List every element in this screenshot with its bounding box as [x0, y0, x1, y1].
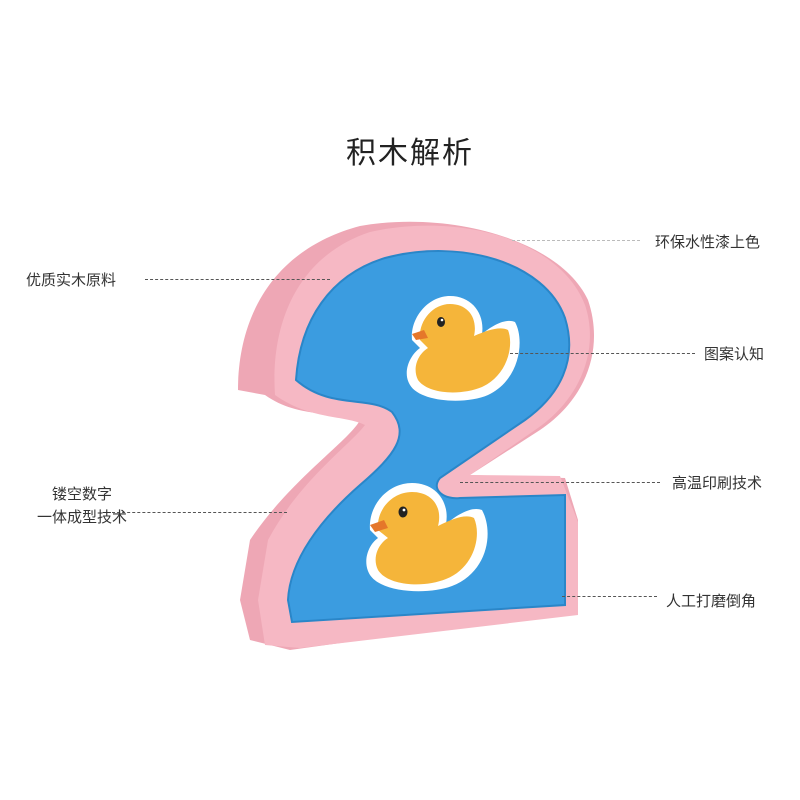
label-hollow-line1: 镂空数字: [52, 485, 113, 503]
label-paint: 环保水性漆上色: [655, 233, 761, 251]
leader-wood: [145, 279, 330, 280]
label-printing: 高温印刷技术: [672, 474, 763, 492]
duck-lower-icon: [366, 483, 488, 592]
leader-hollow: [112, 512, 287, 513]
label-polish: 人工打磨倒角: [666, 592, 757, 610]
label-hollow-line2: 一体成型技术: [37, 508, 128, 526]
leader-paint: [512, 240, 640, 241]
label-pattern: 图案认知: [704, 345, 765, 363]
leader-printing: [460, 482, 660, 483]
duck-upper-icon: [406, 296, 520, 401]
leader-pattern: [510, 353, 695, 354]
page-title: 积木解析: [346, 136, 474, 171]
leader-polish: [562, 596, 657, 597]
label-wood: 优质实木原料: [26, 271, 117, 289]
